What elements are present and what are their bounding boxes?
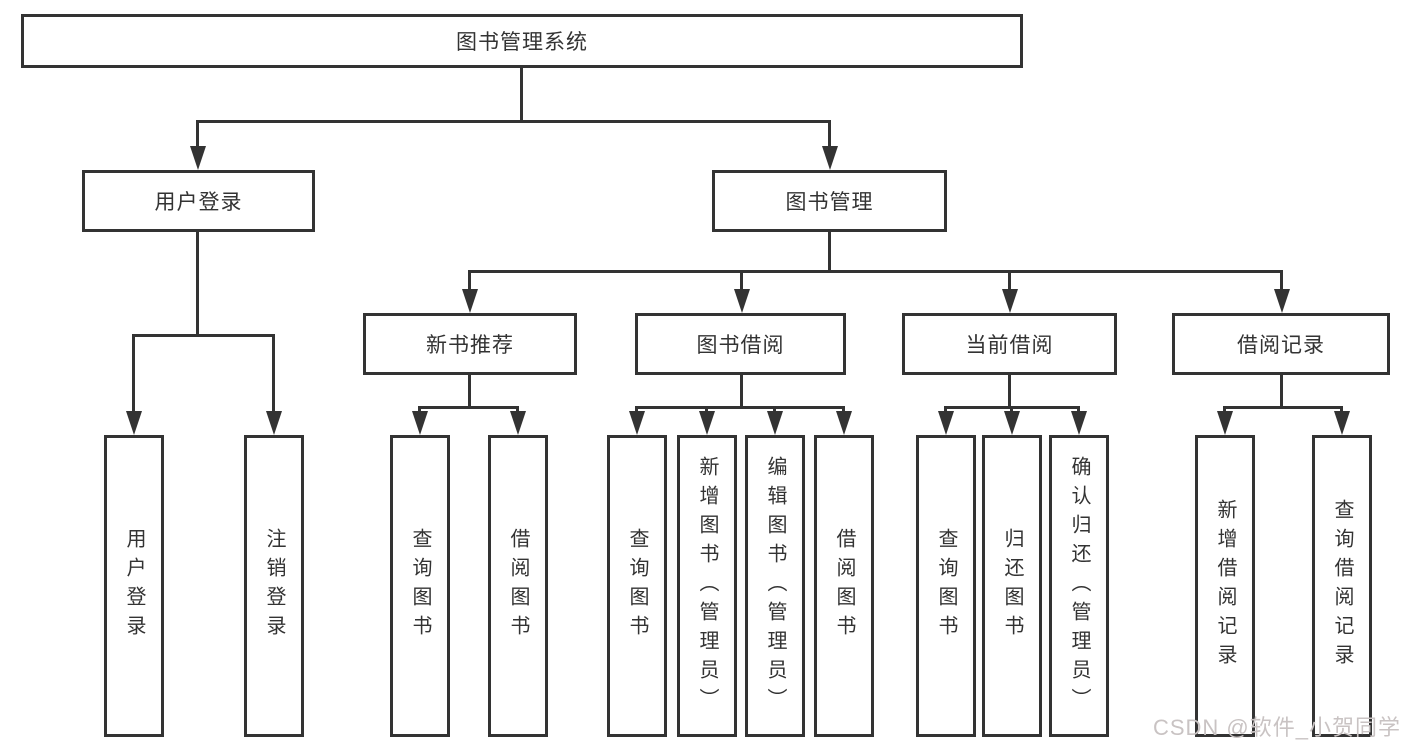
node-user-login: 用户登录 <box>82 170 315 232</box>
leaf-borrow-borrow-books: 借阅图书 <box>814 435 874 737</box>
connector-line <box>196 120 199 152</box>
leaf-label: 用户登录 <box>123 528 145 644</box>
node-library-management-system: 图书管理系统 <box>21 14 1023 68</box>
leaf-label: 借阅图书 <box>507 528 529 644</box>
connector-line <box>468 270 471 293</box>
arrowhead-down-icon <box>126 411 142 435</box>
arrowhead-down-icon <box>1274 289 1290 313</box>
arrowhead-down-icon <box>462 289 478 313</box>
connector-line <box>635 406 638 415</box>
connector-line <box>1077 406 1080 415</box>
connector-line <box>1223 406 1226 415</box>
connector-line <box>132 334 135 413</box>
connector-line <box>196 232 199 337</box>
arrowhead-down-icon <box>510 411 526 435</box>
arrowhead-down-icon <box>629 411 645 435</box>
arrowhead-down-icon <box>1334 411 1350 435</box>
connector-line <box>468 375 471 408</box>
leaf-borrow-query-books: 查询图书 <box>607 435 667 737</box>
leaf-user-login: 用户登录 <box>104 435 164 737</box>
node-book-borrowing: 图书借阅 <box>635 313 846 375</box>
leaf-current-confirm-return-admin: 确认归还（管理员） <box>1049 435 1109 737</box>
connector-line <box>468 270 1282 273</box>
connector-line <box>1008 375 1011 408</box>
connector-line <box>828 120 831 152</box>
leaf-label: 查询借阅记录 <box>1331 499 1353 673</box>
leaf-newbook-query-books: 查询图书 <box>390 435 450 737</box>
node-label: 当前借阅 <box>965 334 1054 357</box>
connector-line <box>272 334 275 413</box>
leaf-record-add-record: 新增借阅记录 <box>1195 435 1255 737</box>
watermark: CSDN @软件_小贺同学 <box>1152 715 1401 740</box>
arrowhead-down-icon <box>1002 289 1018 313</box>
connector-line <box>1280 270 1283 293</box>
connector-line <box>418 406 421 415</box>
leaf-label: 编辑图书（管理员） <box>764 455 786 717</box>
connector-line <box>705 406 708 415</box>
leaf-borrow-add-books-admin: 新增图书（管理员） <box>677 435 737 737</box>
node-label: 图书借阅 <box>696 334 785 357</box>
connector-line <box>842 406 845 415</box>
leaf-label: 注销登录 <box>263 528 285 644</box>
arrowhead-down-icon <box>836 411 852 435</box>
leaf-logout-login: 注销登录 <box>244 435 304 737</box>
node-borrowing-records: 借阅记录 <box>1172 313 1390 375</box>
node-label: 图书管理 <box>785 191 874 214</box>
node-new-book-recommendation: 新书推荐 <box>363 313 577 375</box>
connector-line <box>773 406 776 415</box>
arrowhead-down-icon <box>699 411 715 435</box>
node-book-management: 图书管理 <box>712 170 947 232</box>
arrowhead-down-icon <box>938 411 954 435</box>
arrowhead-down-icon <box>190 146 206 170</box>
arrowhead-down-icon <box>1004 411 1020 435</box>
leaf-newbook-borrow-books: 借阅图书 <box>488 435 548 737</box>
arrowhead-down-icon <box>734 289 750 313</box>
connector-line <box>1223 406 1342 409</box>
leaf-label: 查询图书 <box>626 528 648 644</box>
connector-line <box>520 68 523 122</box>
leaf-current-query-books: 查询图书 <box>916 435 976 737</box>
leaf-record-query-record: 查询借阅记录 <box>1312 435 1372 737</box>
connector-line <box>516 406 519 415</box>
leaf-label: 新增图书（管理员） <box>696 455 718 717</box>
node-label: 借阅记录 <box>1237 334 1325 357</box>
connector-line <box>828 232 831 273</box>
connector-line <box>132 334 274 337</box>
node-label: 用户登录 <box>154 191 243 214</box>
arrowhead-down-icon <box>767 411 783 435</box>
leaf-label: 借阅图书 <box>833 528 855 644</box>
connector-line <box>1008 270 1011 293</box>
leaf-label: 确认归还（管理员） <box>1068 455 1090 717</box>
connector-line <box>944 406 947 415</box>
node-label: 图书管理系统 <box>456 31 588 54</box>
connector-line <box>1010 406 1013 415</box>
arrowhead-down-icon <box>1071 411 1087 435</box>
leaf-label: 新增借阅记录 <box>1214 499 1236 673</box>
arrowhead-down-icon <box>1217 411 1233 435</box>
connector-line <box>1280 375 1283 408</box>
arrowhead-down-icon <box>822 146 838 170</box>
node-current-borrowing: 当前借阅 <box>902 313 1117 375</box>
arrowhead-down-icon <box>266 411 282 435</box>
connector-line <box>196 120 830 123</box>
connector-line <box>740 270 743 293</box>
connector-line <box>418 406 519 409</box>
leaf-borrow-edit-books-admin: 编辑图书（管理员） <box>745 435 805 737</box>
connector-line <box>740 375 743 408</box>
connector-line <box>1340 406 1343 415</box>
leaf-current-return-books: 归还图书 <box>982 435 1042 737</box>
connector-line <box>635 406 845 409</box>
leaf-label: 归还图书 <box>1001 528 1023 644</box>
arrowhead-down-icon <box>412 411 428 435</box>
leaf-label: 查询图书 <box>935 528 957 644</box>
node-label: 新书推荐 <box>426 334 514 357</box>
leaf-label: 查询图书 <box>409 528 431 644</box>
